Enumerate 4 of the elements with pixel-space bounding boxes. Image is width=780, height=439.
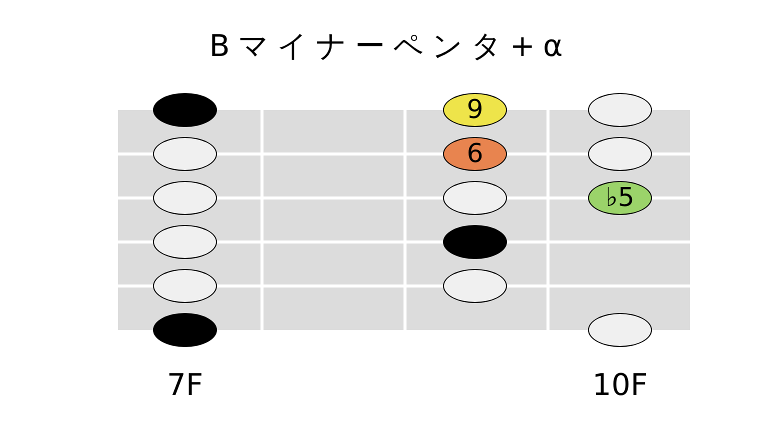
fret-number: 10F (591, 368, 649, 403)
note-marker: 9 (443, 93, 507, 127)
fret-number: 7F (166, 368, 204, 403)
title: Bマイナーペンタ+α (208, 28, 572, 66)
